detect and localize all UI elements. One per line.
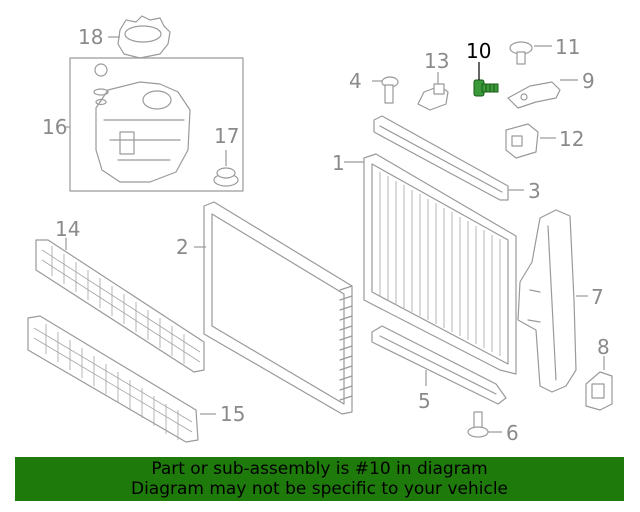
callout-2: 2 [176,235,189,259]
callout-11: 11 [555,35,580,59]
info-banner: Part or sub-assembly is #10 in diagram D… [15,457,624,501]
part-15-lower-grille [27,315,216,443]
part-16-box [69,57,244,192]
callout-5: 5 [418,389,431,413]
part-10-bolt-highlighted [473,62,499,97]
banner-line-1: Part or sub-assembly is #10 in diagram [151,459,488,479]
part-3-upper-support [373,115,524,201]
callout-6: 6 [506,421,519,445]
part-11-clip [509,41,552,65]
part-2-condenser [194,201,353,415]
callout-10: 10 [466,39,491,63]
callout-12: 12 [559,127,584,151]
part-17-grommet [213,150,239,187]
part-4-bolt [372,76,399,104]
callout-4: 4 [349,69,362,93]
callout-1: 1 [332,151,345,175]
part-12-mount [505,123,556,159]
part-6-bolt [467,411,502,438]
callout-9: 9 [582,69,595,93]
callout-15: 15 [220,402,245,426]
part-8-bracket [585,356,613,411]
part-5-lower-deflector [371,325,507,405]
callout-8: 8 [597,335,610,359]
callout-18: 18 [78,25,103,49]
part-18-reservoir-cap [108,15,171,59]
parts-diagram: 18 16 17 4 13 10 [27,15,613,445]
callout-16: 16 [42,115,67,139]
part-16-expansion-tank [93,63,191,183]
callout-7: 7 [591,285,604,309]
part-7-air-guide [517,209,588,393]
banner-line-2: Diagram may not be specific to your vehi… [130,479,508,499]
callout-14: 14 [55,217,80,241]
part-14-upper-grille [35,238,205,373]
callout-13: 13 [424,49,449,73]
part-1-radiator [344,153,517,375]
callout-3: 3 [528,179,541,203]
callout-17: 17 [214,124,239,148]
part-9-bracket [507,79,578,109]
part-13-sensor [417,72,449,111]
